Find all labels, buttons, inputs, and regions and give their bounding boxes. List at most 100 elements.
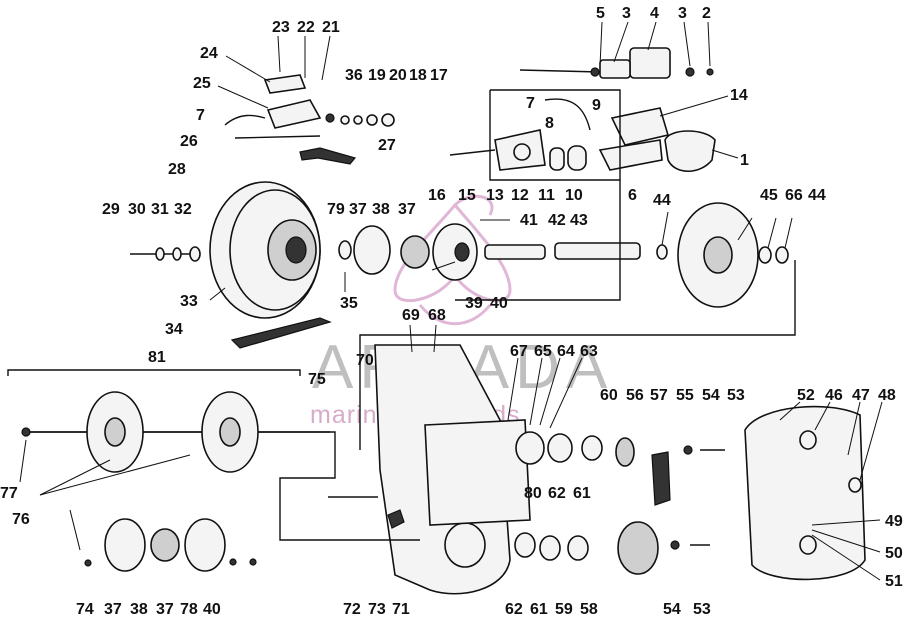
callout-53-a: 53 bbox=[727, 387, 745, 404]
callout-58: 58 bbox=[580, 601, 598, 618]
drive-pulley bbox=[130, 181, 321, 319]
callout-12: 12 bbox=[511, 187, 529, 204]
callout-62-a: 62 bbox=[548, 485, 566, 502]
callout-14: 14 bbox=[730, 87, 748, 104]
callout-77: 77 bbox=[0, 485, 18, 502]
callout-20: 20 bbox=[389, 67, 407, 84]
callout-24: 24 bbox=[200, 45, 218, 62]
callout-69: 69 bbox=[402, 307, 420, 324]
chaincase-cover bbox=[744, 405, 866, 581]
callout-18: 18 bbox=[409, 67, 427, 84]
callout-37-d: 37 bbox=[156, 601, 174, 618]
callout-64: 64 bbox=[557, 343, 575, 360]
bearing-assembly bbox=[84, 496, 405, 572]
group-label-81: 81 bbox=[148, 349, 166, 366]
callout-55: 55 bbox=[676, 387, 694, 404]
drive-belt bbox=[230, 317, 332, 349]
callout-43: 43 bbox=[570, 212, 588, 229]
callout-26: 26 bbox=[180, 133, 198, 150]
callout-44-a: 44 bbox=[653, 192, 671, 209]
callout-3-a: 3 bbox=[622, 5, 631, 22]
callout-47: 47 bbox=[852, 387, 870, 404]
track-drive-shaft bbox=[7, 369, 420, 541]
callout-49: 49 bbox=[885, 513, 903, 530]
callout-5: 5 bbox=[596, 5, 605, 22]
callout-52: 52 bbox=[797, 387, 815, 404]
callout-51: 51 bbox=[885, 573, 903, 590]
callout-13: 13 bbox=[486, 187, 504, 204]
callout-34: 34 bbox=[165, 321, 183, 338]
callout-38-a: 38 bbox=[372, 201, 390, 218]
callout-62-b: 62 bbox=[505, 601, 523, 618]
callout-70: 70 bbox=[356, 352, 374, 369]
callout-53-b: 53 bbox=[693, 601, 711, 618]
lever-assembly bbox=[224, 74, 395, 165]
callout-9: 9 bbox=[592, 97, 601, 114]
callout-68: 68 bbox=[428, 307, 446, 324]
callout-15: 15 bbox=[458, 187, 476, 204]
callout-48: 48 bbox=[878, 387, 896, 404]
callout-30: 30 bbox=[128, 201, 146, 218]
callout-42: 42 bbox=[548, 212, 566, 229]
callout-40-a: 40 bbox=[490, 295, 508, 312]
callout-66: 66 bbox=[785, 187, 803, 204]
shaft-assembly bbox=[338, 223, 668, 281]
callout-75: 75 bbox=[308, 371, 326, 388]
callout-11: 11 bbox=[538, 187, 555, 204]
callout-45: 45 bbox=[760, 187, 778, 204]
callout-2: 2 bbox=[702, 5, 711, 22]
callout-8: 8 bbox=[545, 115, 554, 132]
callout-38-b: 38 bbox=[130, 601, 148, 618]
callout-41: 41 bbox=[520, 212, 538, 229]
callout-56: 56 bbox=[626, 387, 644, 404]
callout-37-c: 37 bbox=[104, 601, 122, 618]
callout-61-b: 61 bbox=[530, 601, 548, 618]
callout-59: 59 bbox=[555, 601, 573, 618]
callout-39: 39 bbox=[465, 295, 483, 312]
callout-7-left: 7 bbox=[196, 107, 205, 124]
linkage-assembly bbox=[449, 47, 716, 181]
callout-7-right: 7 bbox=[526, 95, 535, 112]
callout-79: 79 bbox=[327, 201, 345, 218]
callout-33: 33 bbox=[180, 293, 198, 310]
callout-29: 29 bbox=[102, 201, 120, 218]
callout-74: 74 bbox=[76, 601, 94, 618]
callout-16: 16 bbox=[428, 187, 446, 204]
callout-32: 32 bbox=[174, 201, 192, 218]
sprocket-assembly bbox=[514, 431, 725, 575]
callout-61-a: 61 bbox=[573, 485, 591, 502]
callout-54-a: 54 bbox=[702, 387, 720, 404]
callout-67: 67 bbox=[510, 343, 528, 360]
chaincase-housing bbox=[374, 344, 531, 595]
callout-labels: 23 22 21 24 25 36 19 20 18 17 7 26 27 28… bbox=[0, 5, 903, 618]
callout-10: 10 bbox=[565, 187, 583, 204]
callout-21: 21 bbox=[322, 19, 340, 36]
callout-1: 1 bbox=[740, 152, 749, 169]
callout-22: 22 bbox=[297, 19, 315, 36]
callout-3-b: 3 bbox=[678, 5, 687, 22]
callout-19: 19 bbox=[368, 67, 386, 84]
callout-17: 17 bbox=[430, 67, 448, 84]
callout-23: 23 bbox=[272, 19, 290, 36]
leader-lines bbox=[19, 21, 883, 581]
callout-35: 35 bbox=[340, 295, 358, 312]
callout-78: 78 bbox=[180, 601, 198, 618]
callout-63: 63 bbox=[580, 343, 598, 360]
callout-37-a: 37 bbox=[349, 201, 367, 218]
callout-80: 80 bbox=[524, 485, 542, 502]
callout-54-b: 54 bbox=[663, 601, 681, 618]
callout-44-b: 44 bbox=[808, 187, 826, 204]
callout-57: 57 bbox=[650, 387, 668, 404]
callout-73: 73 bbox=[368, 601, 386, 618]
callout-28: 28 bbox=[168, 161, 186, 178]
callout-37-b: 37 bbox=[398, 201, 416, 218]
callout-60: 60 bbox=[600, 387, 618, 404]
callout-40-b: 40 bbox=[203, 601, 221, 618]
callout-50: 50 bbox=[885, 545, 903, 562]
callout-65: 65 bbox=[534, 343, 552, 360]
callout-71: 71 bbox=[392, 601, 410, 618]
callout-4: 4 bbox=[650, 5, 659, 22]
callout-72: 72 bbox=[343, 601, 361, 618]
callout-46: 46 bbox=[825, 387, 843, 404]
